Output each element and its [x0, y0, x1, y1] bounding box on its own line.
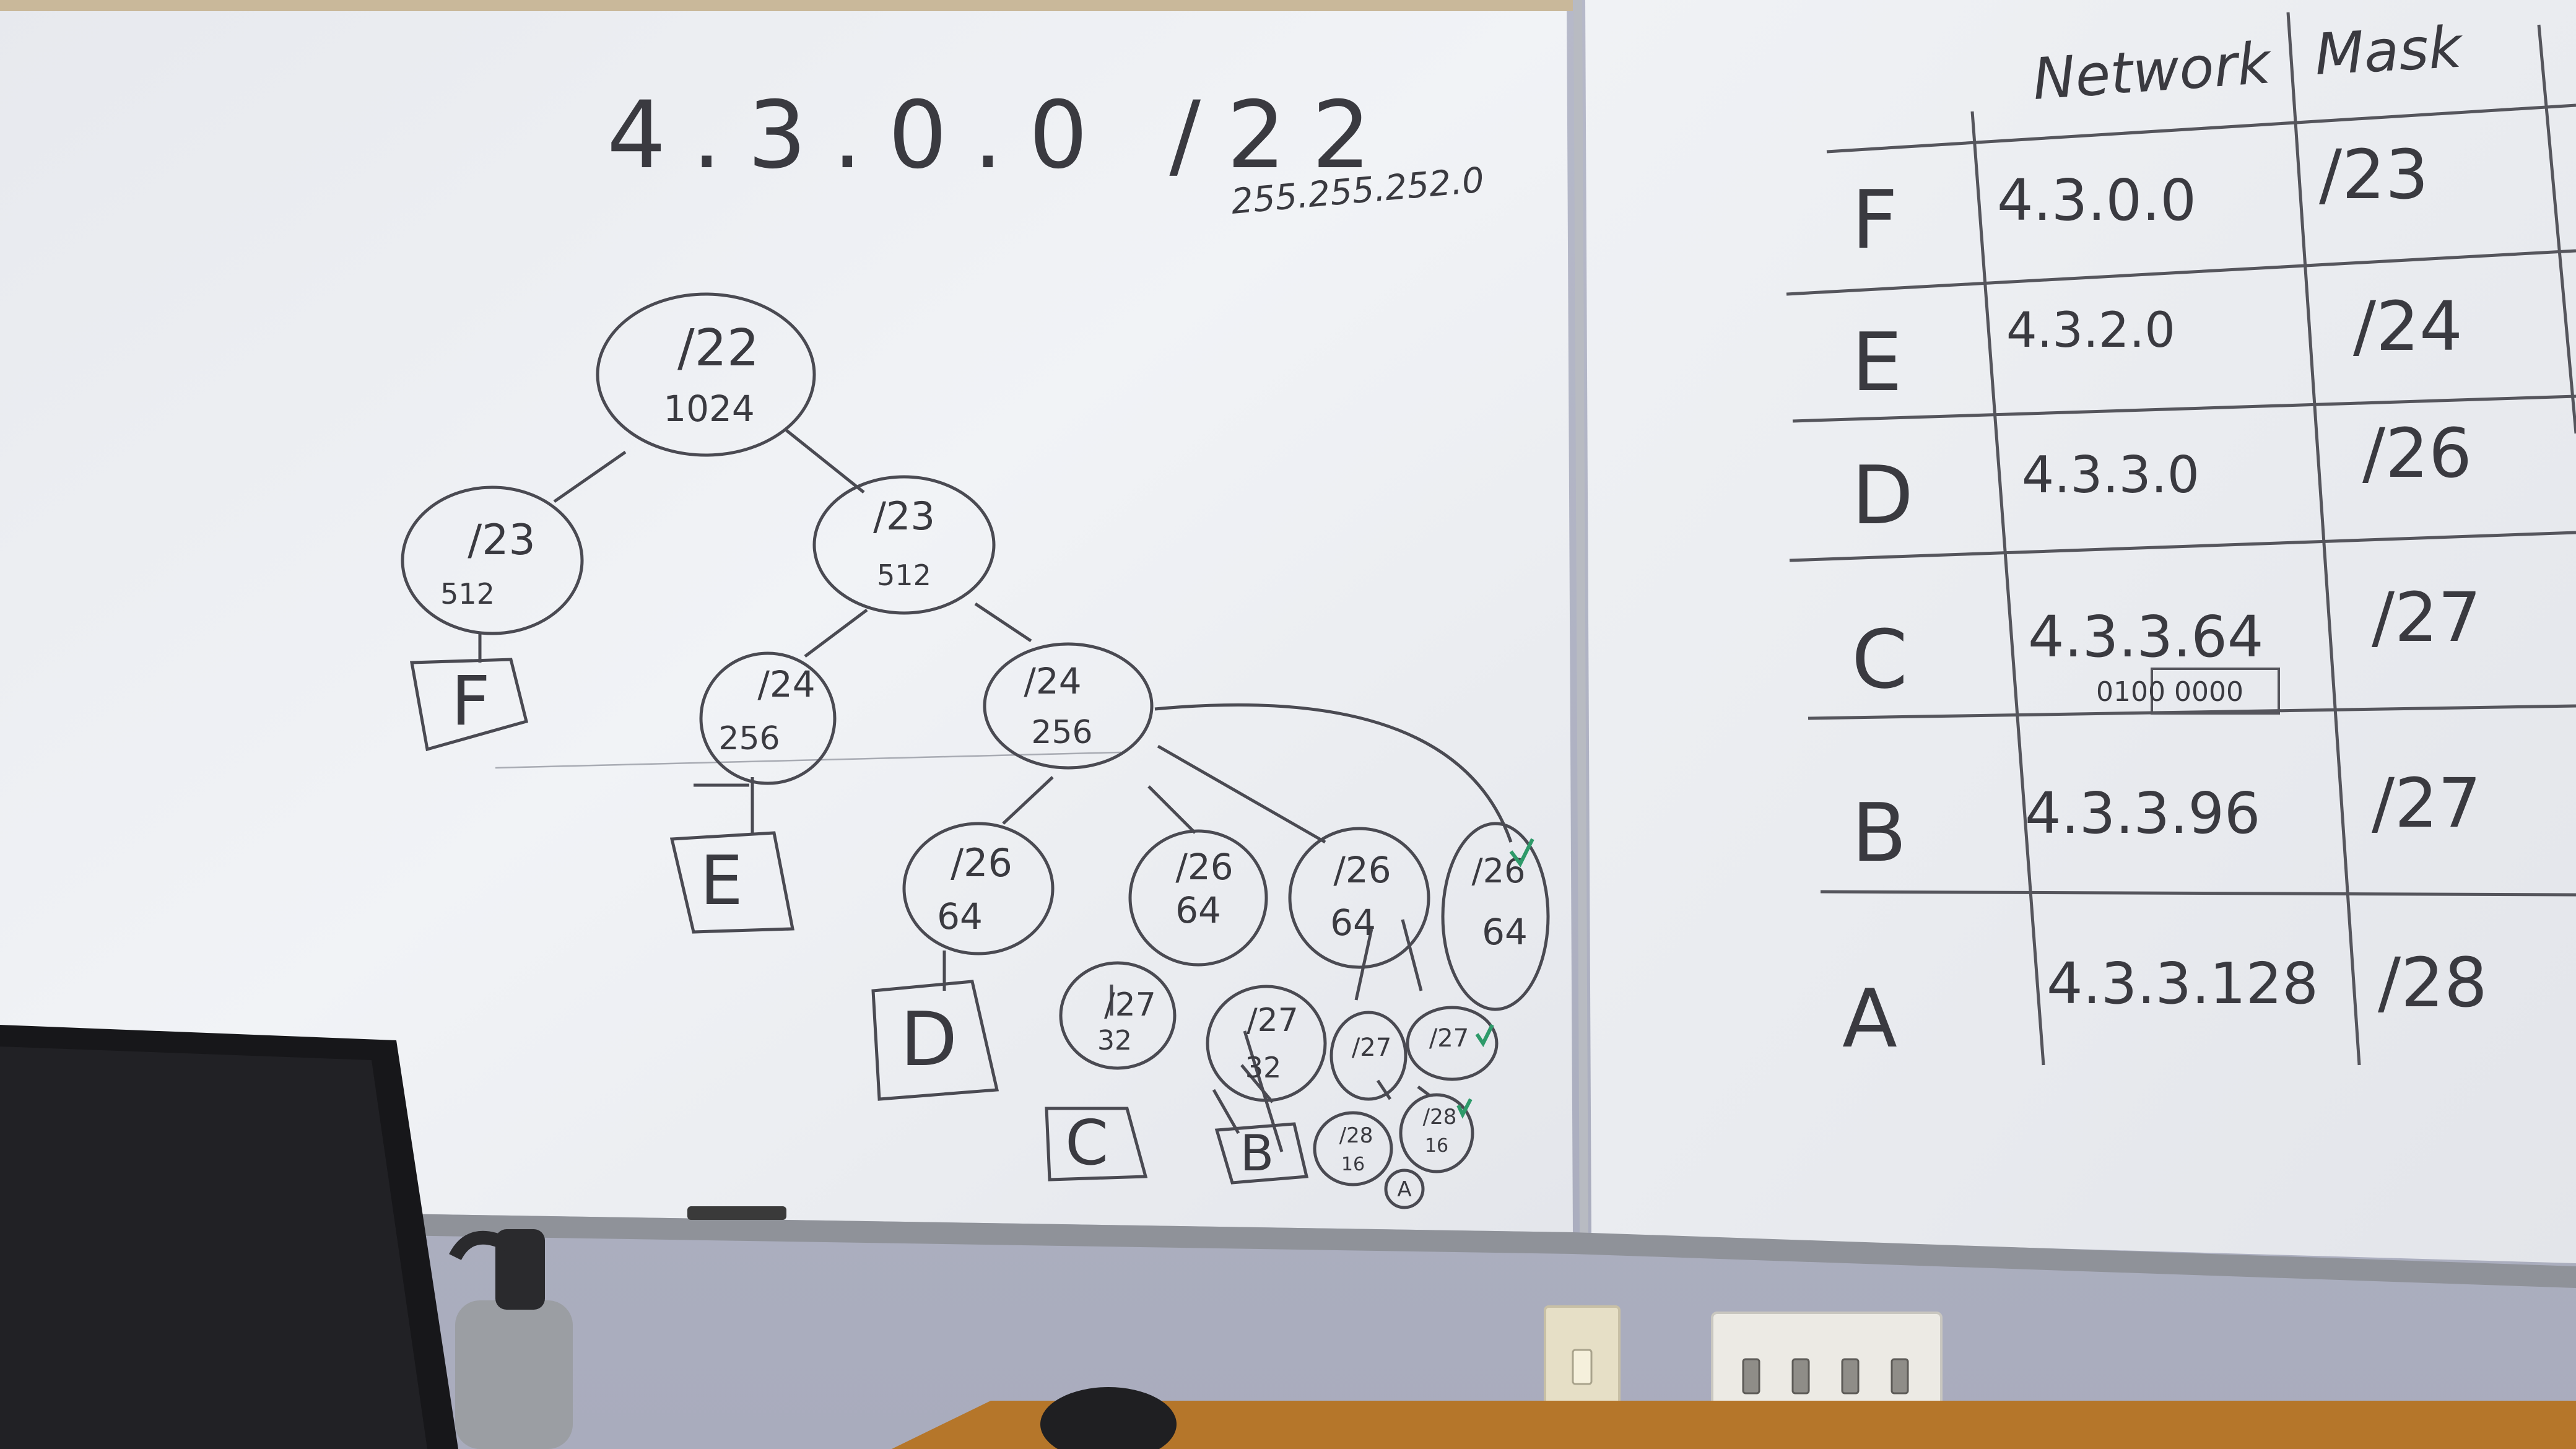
row-mask-f: /23 — [2319, 135, 2429, 214]
node-l4-c — [1329, 1011, 1408, 1101]
l5-b-prefix: /28 — [1423, 1105, 1457, 1129]
binary-box — [2151, 668, 2280, 715]
node-l2-left — [699, 651, 837, 785]
row-network-d: 4.3.3.0 — [2022, 446, 2200, 505]
board-divider — [1573, 0, 1588, 1239]
desk-edge — [892, 1401, 2576, 1449]
node-l3-a — [902, 822, 1055, 955]
computer-mouse — [1040, 1387, 1177, 1449]
l3-c-prefix: /26 — [1333, 849, 1391, 891]
subnet-table: Network Mask F E D C B A 4.3.0.0 4.3.2.0… — [1786, 12, 2576, 1066]
leaf-c: C — [1065, 1107, 1108, 1179]
l2-left-size: 256 — [718, 720, 780, 757]
leaf-b: B — [1240, 1125, 1274, 1182]
l1-left-prefix: /23 — [468, 516, 535, 565]
board-top-frame — [0, 0, 1573, 11]
leaf-box-f — [410, 658, 529, 752]
row-mask-b: /27 — [2372, 764, 2481, 843]
l3-a-size: 64 — [937, 895, 983, 938]
row-network-c: 4.3.3.64 — [2028, 604, 2263, 670]
tree-nodes — [401, 292, 1550, 1209]
l3-b-size: 64 — [1175, 889, 1221, 931]
switch-toggle-2[interactable] — [1791, 1358, 1810, 1395]
row-name-f: F — [1852, 173, 1898, 267]
marker-tray — [0, 1208, 2576, 1288]
l4-b-prefix: /27 — [1247, 1002, 1299, 1039]
node-l1-right — [812, 475, 996, 615]
l3-d-size: 64 — [1482, 911, 1528, 953]
node-l4-d — [1406, 1006, 1499, 1081]
row-name-b: B — [1852, 786, 1907, 880]
row-mask-c: /27 — [2372, 578, 2481, 657]
row-mask-d: /26 — [2362, 414, 2472, 493]
l4-a-size: 32 — [1097, 1025, 1132, 1056]
l4-a-prefix: /27 — [1104, 986, 1156, 1024]
node-l5-a — [1313, 1111, 1393, 1186]
l4-d-prefix: /27 — [1429, 1024, 1469, 1053]
l1-left-size: 512 — [440, 577, 495, 611]
table-grid — [1786, 12, 2576, 1066]
row-mask-e: /24 — [2353, 287, 2463, 366]
leaf-e: E — [700, 841, 743, 920]
leaf-box-d — [871, 980, 999, 1101]
node-a-marker — [1384, 1168, 1425, 1209]
node-l2-right — [983, 642, 1154, 770]
root-size: 1024 — [663, 388, 755, 430]
node-l1-left — [401, 485, 584, 635]
node-l4-b — [1206, 985, 1327, 1102]
l3-b-prefix: /26 — [1175, 846, 1233, 888]
row-name-a: A — [1842, 972, 1897, 1066]
l3-a-prefix: /26 — [951, 840, 1012, 886]
switch-toggle-1[interactable] — [1742, 1358, 1760, 1395]
leaf-f: F — [451, 661, 490, 741]
l1-right-size: 512 — [877, 559, 931, 592]
node-l4-a — [1059, 961, 1177, 1070]
row-network-b: 4.3.3.96 — [2025, 780, 2260, 846]
switch-toggle-4[interactable] — [1891, 1358, 1909, 1395]
l4-b-size: 32 — [1245, 1051, 1282, 1084]
leaf-box-b — [1214, 1122, 1309, 1185]
l1-right-prefix: /23 — [873, 494, 935, 539]
header-mask: Mask — [2313, 14, 2466, 88]
node-root — [596, 292, 816, 457]
l4-c-prefix: /27 — [1352, 1033, 1391, 1062]
row-network-e: 4.3.2.0 — [2006, 303, 2175, 359]
water-bottle — [455, 1300, 573, 1449]
left-whiteboard — [0, 0, 1573, 1232]
l2-left-prefix: /24 — [757, 663, 815, 705]
check-marks — [1456, 838, 1534, 1119]
node-l5-b — [1399, 1093, 1474, 1173]
leaf-a: A — [1397, 1177, 1411, 1202]
l5-a-size: 16 — [1341, 1154, 1365, 1175]
switch-toggle-3[interactable] — [1841, 1358, 1860, 1395]
row-name-c: C — [1852, 612, 1908, 707]
monitor-screen — [0, 1046, 427, 1449]
network-address: 4.3.0.0 /22 — [607, 82, 1397, 189]
leaf-box-c — [1045, 1107, 1148, 1181]
l2-right-size: 256 — [1031, 714, 1092, 751]
light-switch-toggle[interactable] — [1572, 1349, 1593, 1385]
right-whiteboard — [1585, 0, 2576, 1263]
root-prefix: /22 — [677, 319, 759, 378]
node-l3-d — [1441, 822, 1550, 1011]
l2-right-prefix: /24 — [1024, 660, 1081, 702]
row-mask-a: /28 — [2378, 943, 2487, 1022]
leaf-boxes — [410, 658, 1309, 1185]
node-l3-c — [1288, 827, 1430, 969]
tree-edges — [478, 429, 1513, 1152]
eraser — [687, 1206, 786, 1220]
row-name-d: D — [1852, 448, 1913, 542]
row-note-c: 0100 0000 — [2096, 676, 2243, 708]
l5-a-prefix: /28 — [1339, 1123, 1373, 1148]
row-network-a: 4.3.3.128 — [2047, 951, 2318, 1017]
l5-b-size: 16 — [1425, 1135, 1448, 1157]
l3-c-size: 64 — [1330, 902, 1376, 944]
row-name-e: E — [1852, 315, 1902, 409]
water-bottle-cap — [495, 1229, 545, 1310]
leaf-d: D — [900, 997, 957, 1083]
leaf-box-e — [669, 831, 795, 934]
node-l3-b — [1128, 829, 1268, 967]
row-network-f: 4.3.0.0 — [1997, 167, 2196, 233]
